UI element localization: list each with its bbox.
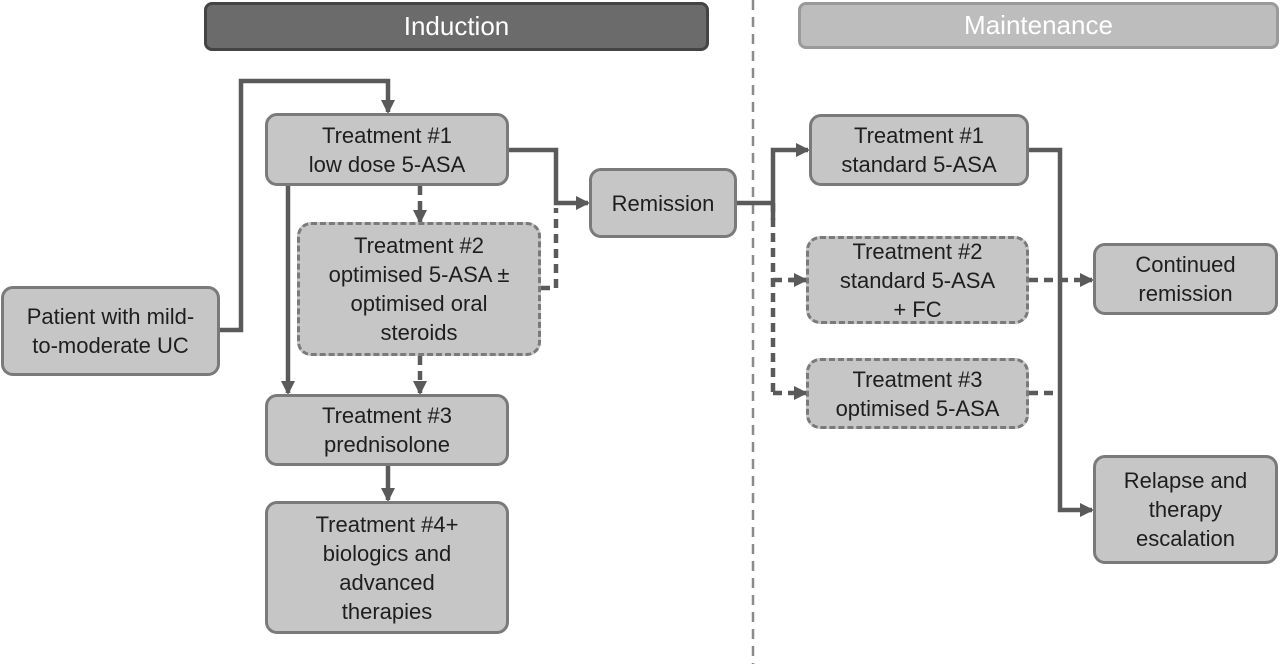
induction-treatment-2-node: Treatment #2 optimised 5-ASA ± optimised… — [297, 222, 541, 356]
induction-treatment-4-node: Treatment #4+ biologics and advanced the… — [265, 501, 509, 634]
relapse-escalation-node: Relapse and therapy escalation — [1093, 455, 1278, 564]
maintenance-treatment-3-node: Treatment #3 optimised 5-ASA — [806, 358, 1029, 429]
remission-node: Remission — [589, 168, 737, 238]
maintenance-phase-header: Maintenance — [798, 2, 1279, 49]
arrow-treatment2-to-remission — [541, 208, 559, 291]
continued-remission-node: Continued remission — [1093, 243, 1278, 315]
induction-treatment-3-node: Treatment #3 prednisolone — [265, 394, 509, 466]
arrow-maint-treatment1-to-relapse — [1029, 147, 1094, 517]
induction-phase-header: Induction — [204, 2, 709, 51]
patient-node: Patient with mild- to-moderate UC — [1, 286, 220, 376]
arrow-treatment1-to-remission — [509, 147, 590, 210]
induction-treatment-1-node: Treatment #1 low dose 5-ASA — [265, 113, 509, 186]
arrow-patient-to-treatment1 — [220, 78, 395, 333]
arrow-remission-to-maint-treatment1 — [770, 143, 810, 220]
arrow-remission-to-maint-treatment2 — [770, 203, 806, 393]
maintenance-treatment-1-node: Treatment #1 standard 5-ASA — [809, 114, 1029, 186]
maintenance-treatment-2-node: Treatment #2 standard 5-ASA + FC — [806, 236, 1029, 324]
